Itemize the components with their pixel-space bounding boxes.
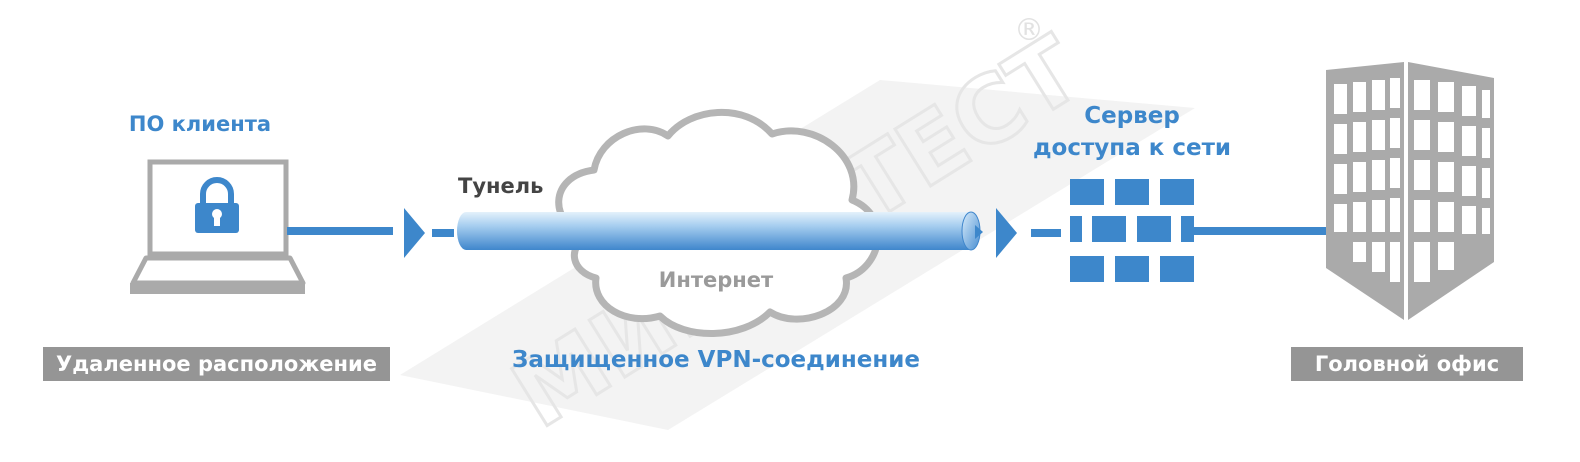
client-connection-line	[287, 208, 454, 258]
lock-icon	[195, 177, 239, 233]
server-connection-line	[975, 208, 1061, 258]
head-office-badge: Головной офис	[1291, 347, 1523, 381]
office-connection-line	[1194, 227, 1326, 235]
internet-label: Интернет	[658, 268, 774, 292]
remote-location-badge: Удаленное расположение	[43, 347, 390, 381]
arrow-right-icon	[996, 208, 1017, 258]
access-server-label-line2: доступа к сети	[1032, 135, 1232, 161]
firewall-icon	[1070, 179, 1194, 282]
access-server-label: Сервер доступа к сети	[1018, 100, 1246, 164]
tunnel-label: Тунель	[458, 174, 544, 198]
client-software-label: ПО клиента	[128, 112, 272, 136]
vpn-connection-label: Защищенное VPN-соединение	[512, 347, 920, 373]
vpn-tunnel	[457, 211, 981, 251]
watermark-registered-mark: ®	[1014, 13, 1044, 48]
office-building-icon	[1326, 62, 1494, 320]
arrow-right-icon	[404, 208, 425, 258]
access-server-label-line1: Сервер	[1084, 103, 1180, 129]
